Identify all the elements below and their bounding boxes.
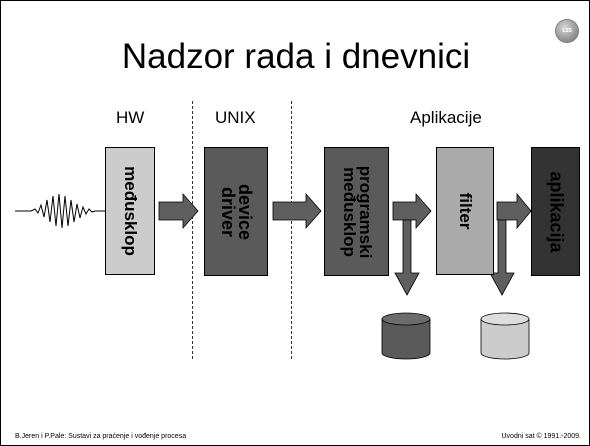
program-interface-box: programski međusklop [324, 147, 389, 276]
divider-unix-apps [291, 101, 292, 359]
footer-authors: B.Jeren i P.Pale: Sustavi za praćenje i … [15, 433, 187, 440]
footer-copyright: Uvodni sat © 1991.-2009. [501, 433, 582, 440]
arrow-driver-to-prog [272, 192, 322, 230]
hardware-interface-box: međusklop [105, 147, 155, 275]
column-label-hw: HW [116, 108, 145, 127]
column-label-apps: Aplikacije [410, 108, 482, 127]
arrow-interface-to-driver [158, 192, 199, 230]
signal-waveform [15, 193, 105, 229]
application-box: aplikacija [531, 147, 580, 276]
device-driver-label-line1: device [235, 183, 256, 240]
arrow-down-to-db1 [394, 219, 420, 296]
logo-text: LSS [562, 28, 572, 34]
device-driver-box: device driver [204, 147, 268, 276]
hardware-interface-label: međusklop [121, 166, 141, 256]
arrow-down-to-db2 [489, 219, 515, 296]
database-cylinder-1 [381, 312, 431, 360]
lss-logo: LSS [556, 20, 578, 42]
divider-hw-unix [192, 101, 193, 359]
device-driver-label-line2: driver [218, 186, 238, 237]
column-label-unix: UNIX [215, 108, 256, 127]
arrow-prog-to-filter [392, 192, 432, 230]
database-cylinder-2 [480, 312, 530, 360]
application-label: aplikacija [546, 170, 567, 253]
filter-label: filter [456, 192, 476, 230]
filter-box: filter [436, 147, 494, 275]
program-interface-label-line2: međusklop [339, 166, 359, 257]
page-title: Nadzor rada i dnevnici [121, 37, 471, 76]
